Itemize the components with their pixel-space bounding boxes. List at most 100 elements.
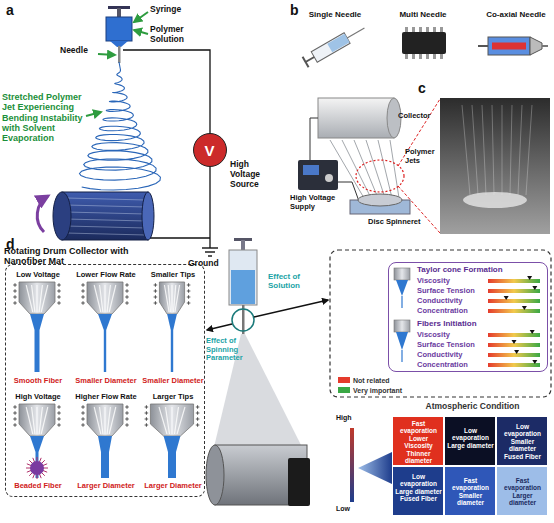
needle-illustration (13, 282, 61, 372)
nozzle (19, 404, 55, 436)
coaxial-needle-icon (478, 37, 548, 55)
plunger (478, 45, 488, 47)
charge-sign (81, 289, 85, 293)
part-label: High Voltage Supply (290, 194, 350, 211)
node-text: Low evaporation Large diameter Fused Fib… (395, 473, 442, 503)
ground-symbol (205, 251, 215, 252)
part-label: Disc Spinneret (368, 218, 438, 227)
effect-label: Effect of Spinning Parameter (206, 337, 244, 363)
panel-letter: b (290, 2, 304, 18)
part-label: Polymer Jets (405, 148, 439, 165)
channel (168, 285, 170, 312)
charge-sign (13, 295, 17, 299)
polymer-jet (330, 140, 364, 198)
charge-sign (187, 289, 191, 293)
part-label: High Voltage Source (230, 160, 280, 189)
channel (100, 285, 103, 312)
supply-panel (303, 165, 319, 175)
charge-sign (154, 295, 158, 299)
plunger-rod (241, 240, 245, 250)
taylor-cone (396, 332, 408, 350)
taylor-cone (30, 314, 44, 330)
rating-marker (532, 286, 537, 290)
node-text: Fast evaporation Lower Viscosity Thinner… (395, 420, 442, 465)
photo-inset (440, 98, 550, 234)
single-needle-icon (303, 23, 368, 67)
zoom-line (398, 99, 440, 166)
table-cell: Fast evaporation Larger diameter (496, 466, 548, 516)
syringe-body (106, 17, 132, 41)
pointer-arrow (86, 112, 101, 116)
rating-bar (488, 353, 540, 357)
part-label: Rotating Drum Collector with Nanofiber M… (4, 246, 169, 267)
multi-needle-chip (402, 32, 446, 54)
charge-sign (57, 283, 61, 287)
fiber-jet (101, 452, 109, 478)
nozzle (394, 320, 410, 332)
chip-pin (405, 27, 408, 32)
plunger (306, 57, 315, 62)
charge-sign (145, 411, 149, 415)
wire (123, 50, 210, 134)
charge-sign (13, 411, 17, 415)
node-text: Taylor cone Formation (417, 265, 545, 274)
charge-sign (145, 417, 149, 421)
supply-knob (325, 174, 333, 182)
highlight-circle (232, 309, 254, 331)
legend-swatch (338, 387, 350, 393)
photo-jet (518, 105, 522, 195)
legend: Not relatedVery important (338, 375, 402, 395)
channel (36, 407, 37, 434)
drum-collector (62, 192, 148, 240)
taylor-cone (98, 436, 112, 452)
rating-marker (504, 296, 509, 300)
charge-sign (13, 283, 17, 287)
charge-sign (196, 405, 200, 409)
taylor-cone (396, 280, 408, 296)
node-text: Fast evaporation Smaller diameter (447, 477, 494, 507)
axis-label: Low (336, 505, 362, 513)
charge-sign (57, 417, 61, 421)
cone-icon (394, 268, 410, 308)
charge-sign (13, 289, 17, 293)
channel (32, 285, 35, 312)
charge-sign (196, 417, 200, 421)
node-text: Lower Flow Rate (66, 271, 146, 280)
plunger-cap (303, 57, 309, 67)
node-text: Fibers Initiation (417, 319, 545, 328)
charge-sign (125, 295, 129, 299)
charge-sign (57, 301, 61, 305)
polymer-jet (366, 140, 385, 198)
drum-face (142, 192, 154, 240)
channel (171, 285, 172, 312)
nozzle (150, 404, 193, 436)
charge-sign (196, 423, 200, 427)
channel (104, 407, 105, 434)
rating-bar (488, 309, 540, 313)
table-cell: Low evaporation Large diameter (444, 416, 496, 466)
node-text: Larger Diameter (133, 482, 213, 491)
chip-pin (426, 54, 429, 59)
node-text: Smaller Tips (133, 271, 213, 280)
fiber-jet (104, 330, 106, 372)
chip-pin (440, 27, 443, 32)
needle (542, 45, 548, 47)
charge-sign (154, 283, 158, 287)
spinning-parameter-panel: Low VoltageLower Flow RateSmaller TipsSm… (5, 264, 205, 497)
charge-sign (187, 301, 191, 305)
node-text: Low Voltage (0, 271, 78, 280)
photo-jet (526, 105, 532, 195)
rating-bar (488, 289, 540, 293)
nanofiber-mat (66, 219, 146, 221)
charge-sign (187, 295, 191, 299)
legend-text: Not related (353, 377, 390, 384)
node-text: Larger Tips (133, 393, 213, 402)
rating-marker (530, 330, 535, 334)
fiber-jet (171, 330, 173, 372)
part-label: Collector (398, 112, 440, 121)
needle-illustration (81, 404, 129, 478)
node-text: Surface Tension (417, 287, 487, 296)
needle-illustration (81, 282, 129, 372)
